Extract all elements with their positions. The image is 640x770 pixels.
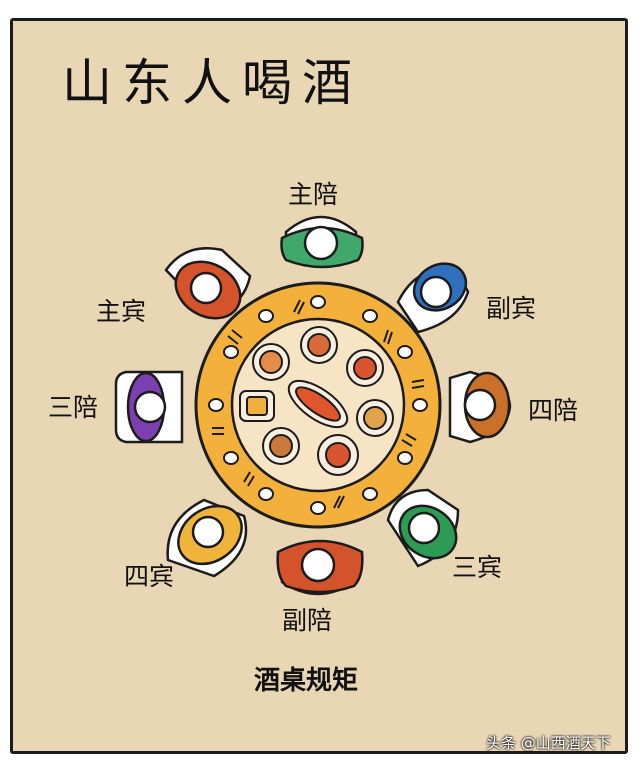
label-zhubin: 主宾 (96, 297, 147, 326)
seat-zhupei (280, 215, 364, 269)
page-title: 山东人喝酒 (62, 54, 362, 112)
label-sanbin: 三宾 (452, 553, 503, 582)
seat-zhubin (164, 246, 252, 320)
seat-sipei (448, 370, 512, 444)
watermark: 头条 @山西酒天下 (486, 734, 611, 752)
label-zhupei: 主陪 (288, 180, 339, 209)
label-sanpei: 三陪 (48, 393, 99, 422)
seat-sanpei (114, 370, 184, 444)
seat-sanbin (386, 488, 460, 568)
rim-plates (208, 295, 428, 515)
seat-fupei (276, 539, 364, 596)
label-sipei: 四陪 (528, 396, 579, 425)
label-sibin: 四宾 (124, 562, 175, 591)
dishes (239, 326, 394, 476)
label-fubin: 副宾 (486, 294, 537, 323)
label-fupei: 副陪 (282, 606, 333, 635)
seat-sibin (166, 498, 248, 578)
seat-fubin (396, 262, 470, 334)
diagram-caption: 酒桌规矩 (254, 666, 359, 696)
